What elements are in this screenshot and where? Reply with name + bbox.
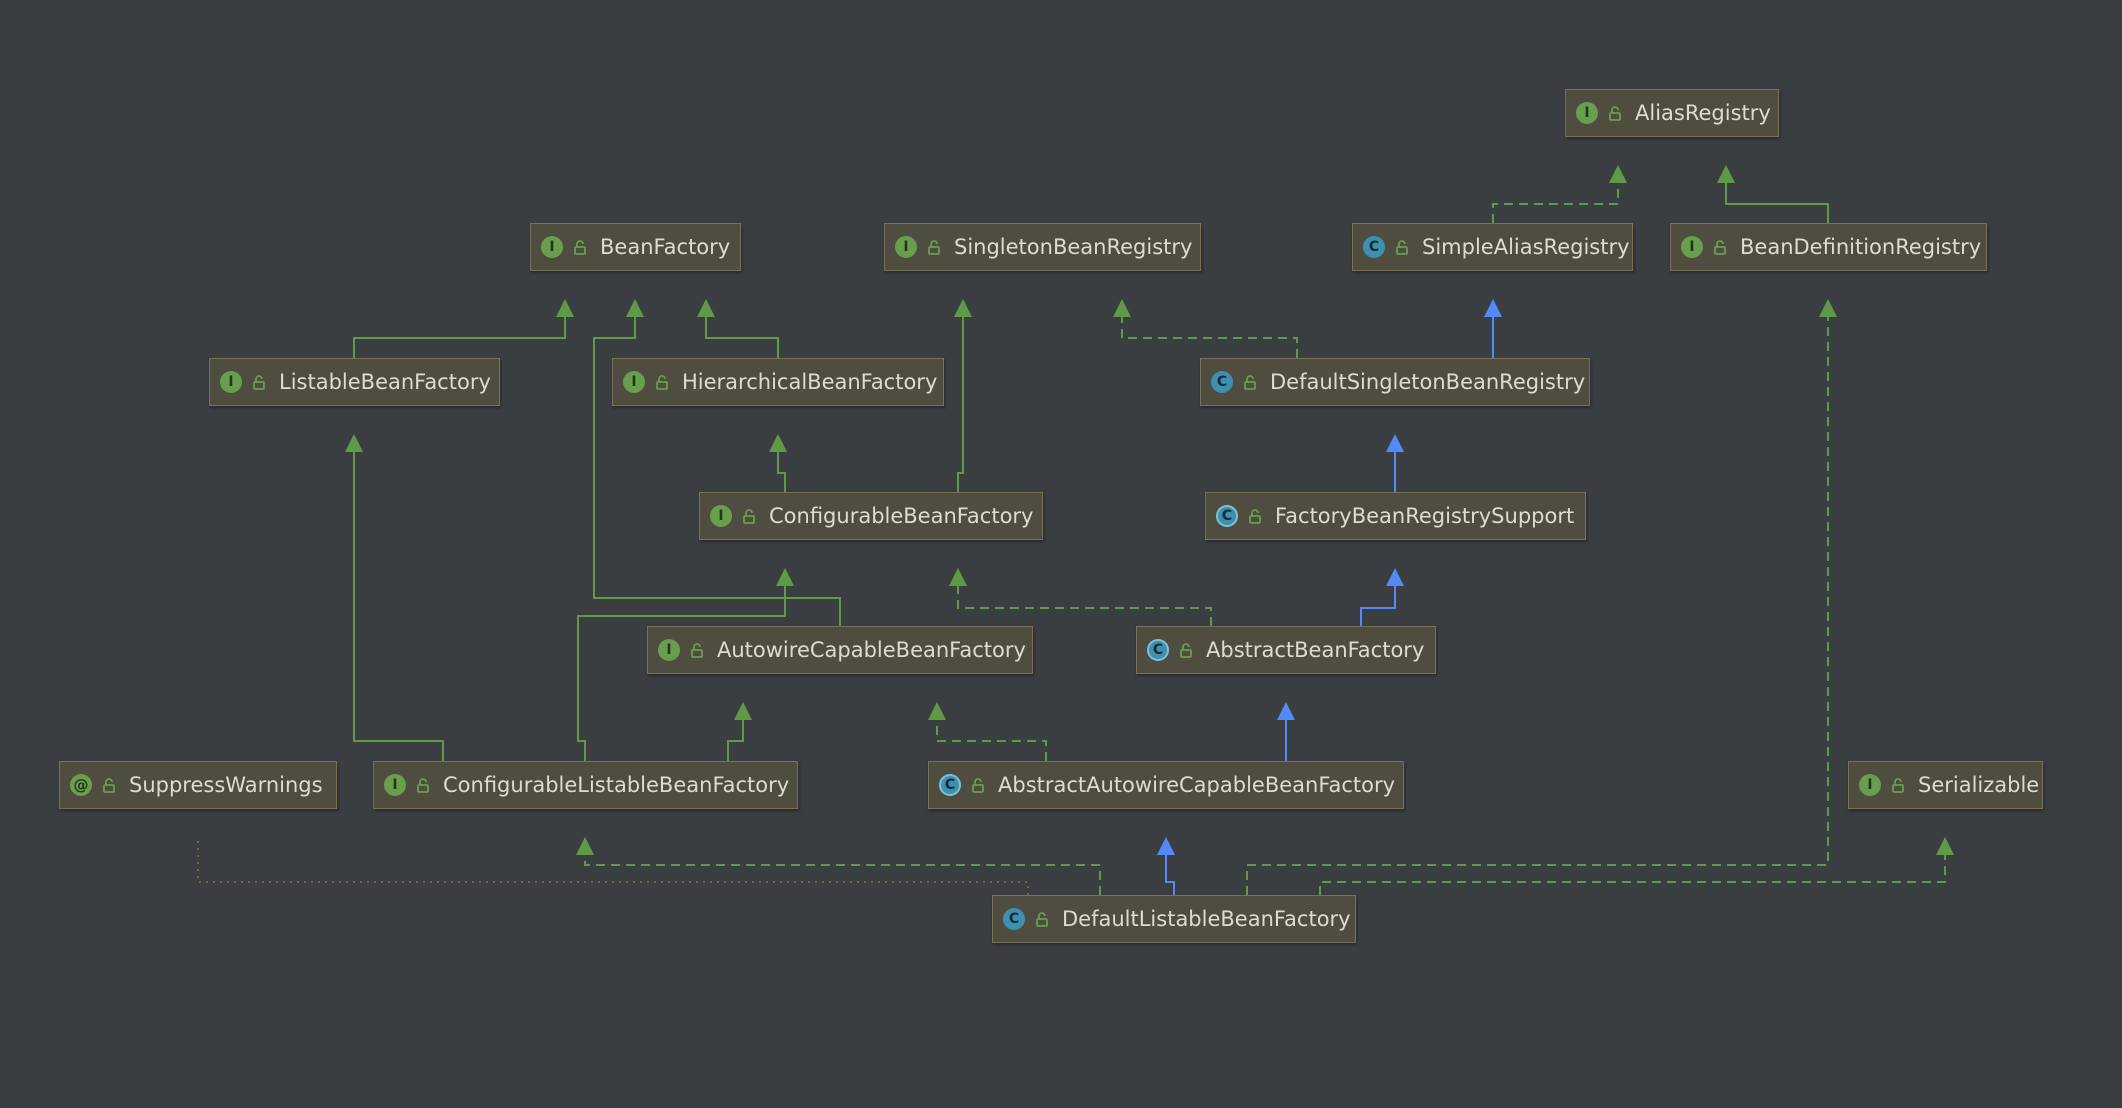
- public-access-icon: [972, 778, 984, 793]
- public-access-icon: [743, 509, 755, 524]
- abstract-class-icon: C: [1216, 505, 1238, 527]
- edge-factory-bean-registry-support-to-default-singleton-bean-registry: [1386, 434, 1404, 492]
- node-label: BeanDefinitionRegistry: [1740, 235, 1982, 259]
- public-access-icon: [1180, 643, 1192, 658]
- public-access-icon: [1892, 778, 1904, 793]
- class-icon: C: [1211, 371, 1233, 393]
- node-label: BeanFactory: [600, 235, 731, 259]
- node-suppress-warnings[interactable]: @ SuppressWarnings: [59, 761, 337, 809]
- node-label: FactoryBeanRegistrySupport: [1275, 504, 1575, 528]
- edge-abstract-bean-factory-to-configurable-bean-factory: [949, 568, 1212, 626]
- public-access-icon: [1609, 106, 1621, 121]
- node-hierarchical-bean-factory[interactable]: I HierarchicalBeanFactory: [612, 358, 944, 406]
- interface-icon: I: [623, 371, 645, 393]
- node-abstract-bean-factory[interactable]: C AbstractBeanFactory: [1136, 626, 1436, 674]
- public-access-icon: [1396, 240, 1408, 255]
- edge-abstract-autowire-capable-bean-factory-to-autowire-capable-bean-factory: [928, 702, 1047, 761]
- abstract-class-icon: C: [1147, 639, 1169, 661]
- interface-icon: I: [541, 236, 563, 258]
- node-label: Serializable: [1918, 773, 2040, 797]
- node-singleton-bean-registry[interactable]: I SingletonBeanRegistry: [884, 223, 1201, 271]
- public-access-icon: [574, 240, 586, 255]
- edge-default-listable-bean-factory-to-configurable-listable-bean-factory: [576, 837, 1101, 895]
- class-icon: C: [1003, 908, 1025, 930]
- node-serializable[interactable]: I Serializable: [1848, 761, 2043, 809]
- edge-default-singleton-bean-registry-to-simple-alias-registry: [1484, 299, 1502, 358]
- interface-icon: I: [1576, 102, 1598, 124]
- node-label: SimpleAliasRegistry: [1422, 235, 1630, 259]
- node-label: ListableBeanFactory: [279, 370, 491, 394]
- interface-icon: I: [710, 505, 732, 527]
- edge-autowire-capable-bean-factory-to-bean-factory: [593, 299, 841, 626]
- interface-icon: I: [1681, 236, 1703, 258]
- node-label: AliasRegistry: [1635, 101, 1771, 125]
- edge-configurable-listable-bean-factory-to-listable-bean-factory: [345, 434, 444, 761]
- edge-configurable-bean-factory-to-singleton-bean-registry: [954, 299, 972, 492]
- node-label: HierarchicalBeanFactory: [682, 370, 938, 394]
- node-configurable-bean-factory[interactable]: I ConfigurableBeanFactory: [699, 492, 1043, 540]
- edge-bean-definition-registry-to-alias-registry: [1717, 165, 1829, 223]
- node-label: AbstractAutowireCapableBeanFactory: [998, 773, 1396, 797]
- edge-default-singleton-bean-registry-to-singleton-bean-registry: [1113, 299, 1298, 358]
- node-default-singleton-bean-registry[interactable]: C DefaultSingletonBeanRegistry: [1200, 358, 1590, 406]
- edge-simple-alias-registry-to-alias-registry: [1492, 165, 1627, 223]
- interface-icon: I: [1859, 774, 1881, 796]
- public-access-icon: [1249, 509, 1261, 524]
- node-label: AbstractBeanFactory: [1206, 638, 1425, 662]
- annotation-icon: @: [70, 774, 92, 796]
- node-configurable-listable-bean-factory[interactable]: I ConfigurableListableBeanFactory: [373, 761, 798, 809]
- node-bean-factory[interactable]: I BeanFactory: [530, 223, 741, 271]
- node-simple-alias-registry[interactable]: C SimpleAliasRegistry: [1352, 223, 1633, 271]
- interface-icon: I: [658, 639, 680, 661]
- edge-configurable-bean-factory-to-hierarchical-bean-factory: [769, 434, 787, 492]
- edge-configurable-listable-bean-factory-to-configurable-bean-factory: [577, 568, 794, 761]
- class-icon: C: [1363, 236, 1385, 258]
- edge-default-listable-bean-factory-to-suppress-warnings: [197, 837, 1029, 895]
- node-label: SingletonBeanRegistry: [954, 235, 1193, 259]
- public-access-icon: [417, 778, 429, 793]
- node-label: AutowireCapableBeanFactory: [717, 638, 1026, 662]
- public-access-icon: [1714, 240, 1726, 255]
- node-label: SuppressWarnings: [129, 773, 323, 797]
- public-access-icon: [928, 240, 940, 255]
- edge-default-listable-bean-factory-to-bean-definition-registry: [1246, 299, 1837, 895]
- node-label: DefaultListableBeanFactory: [1062, 907, 1351, 931]
- edge-listable-bean-factory-to-bean-factory: [353, 299, 574, 358]
- node-label: ConfigurableBeanFactory: [769, 504, 1034, 528]
- node-bean-definition-registry[interactable]: I BeanDefinitionRegistry: [1670, 223, 1987, 271]
- public-access-icon: [656, 375, 668, 390]
- abstract-class-icon: C: [939, 774, 961, 796]
- node-label: DefaultSingletonBeanRegistry: [1270, 370, 1586, 394]
- node-listable-bean-factory[interactable]: I ListableBeanFactory: [209, 358, 500, 406]
- edge-abstract-bean-factory-to-factory-bean-registry-support: [1360, 568, 1404, 626]
- interface-icon: I: [220, 371, 242, 393]
- node-label: ConfigurableListableBeanFactory: [443, 773, 790, 797]
- public-access-icon: [253, 375, 265, 390]
- node-alias-registry[interactable]: I AliasRegistry: [1565, 89, 1779, 137]
- node-factory-bean-registry-support[interactable]: C FactoryBeanRegistrySupport: [1205, 492, 1586, 540]
- node-autowire-capable-bean-factory[interactable]: I AutowireCapableBeanFactory: [647, 626, 1033, 674]
- interface-icon: I: [895, 236, 917, 258]
- public-access-icon: [1036, 912, 1048, 927]
- node-default-listable-bean-factory[interactable]: C DefaultListableBeanFactory: [992, 895, 1356, 943]
- edge-default-listable-bean-factory-to-abstract-autowire-capable-bean-factory: [1157, 837, 1175, 895]
- public-access-icon: [691, 643, 703, 658]
- edge-abstract-autowire-capable-bean-factory-to-abstract-bean-factory: [1277, 702, 1295, 761]
- edge-configurable-listable-bean-factory-to-autowire-capable-bean-factory: [727, 702, 752, 761]
- public-access-icon: [103, 778, 115, 793]
- node-abstract-autowire-capable-bean-factory[interactable]: C AbstractAutowireCapableBeanFactory: [928, 761, 1404, 809]
- interface-icon: I: [384, 774, 406, 796]
- edge-default-listable-bean-factory-to-serializable: [1319, 837, 1954, 895]
- edge-hierarchical-bean-factory-to-bean-factory: [697, 299, 779, 358]
- public-access-icon: [1244, 375, 1256, 390]
